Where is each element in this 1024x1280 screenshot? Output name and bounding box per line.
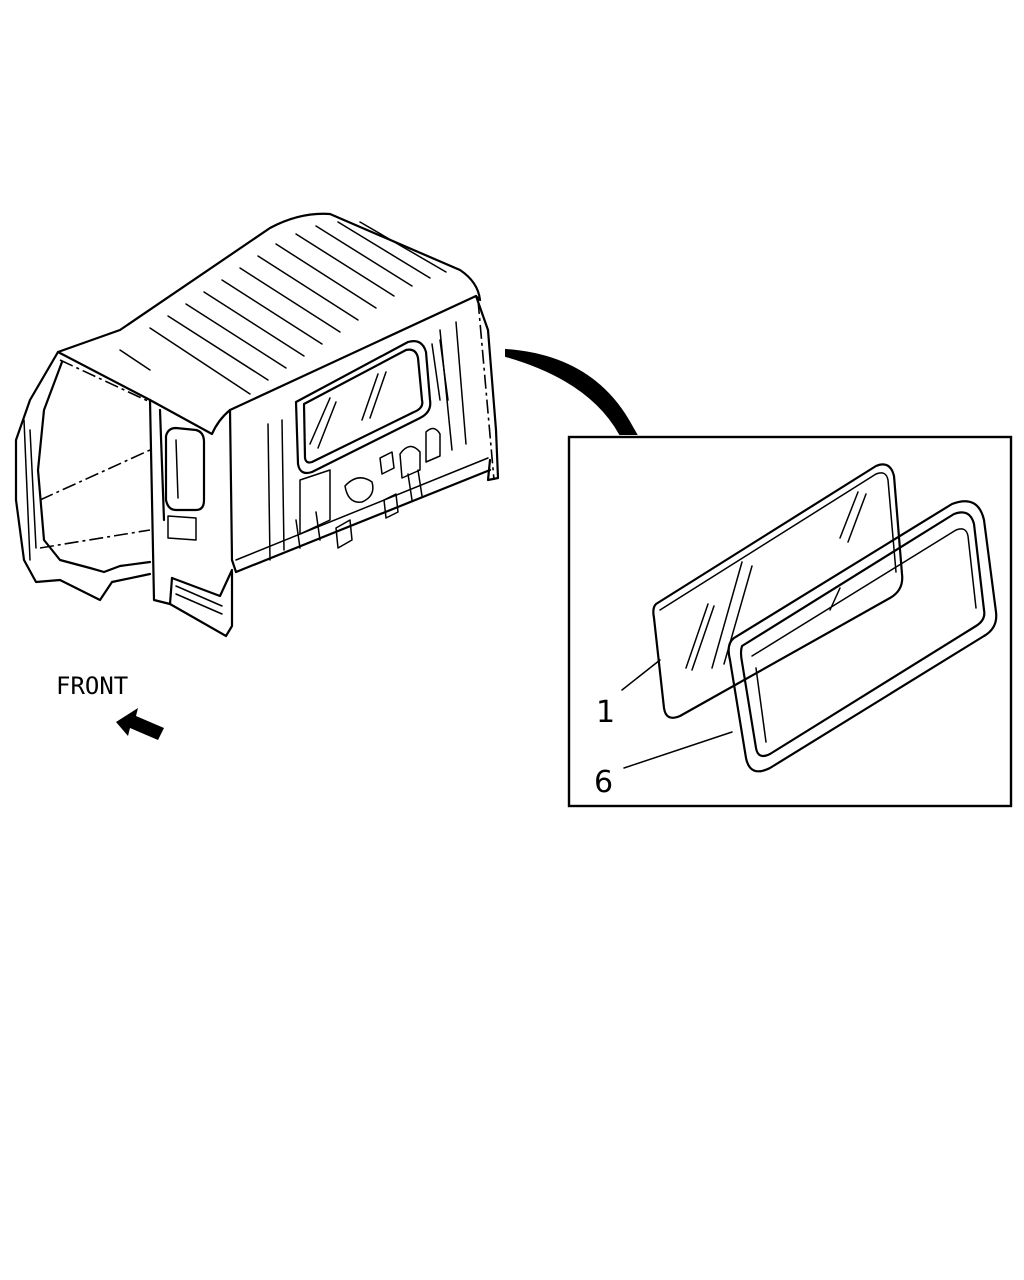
leader-line-1: [621, 659, 661, 691]
leader-line-6: [623, 731, 733, 769]
weatherstrip-seal-part: [727, 500, 998, 773]
curved-arrow-icon: [505, 348, 638, 435]
callout-6: 6: [594, 765, 613, 800]
callout-1: 1: [596, 695, 615, 730]
roof-ribs: [119, 221, 447, 395]
detail-inset: 1 6: [567, 435, 1013, 808]
vehicle-body-illustration: [14, 212, 500, 638]
front-label: FRONT: [56, 672, 128, 700]
arrow-left-icon: [116, 708, 164, 740]
